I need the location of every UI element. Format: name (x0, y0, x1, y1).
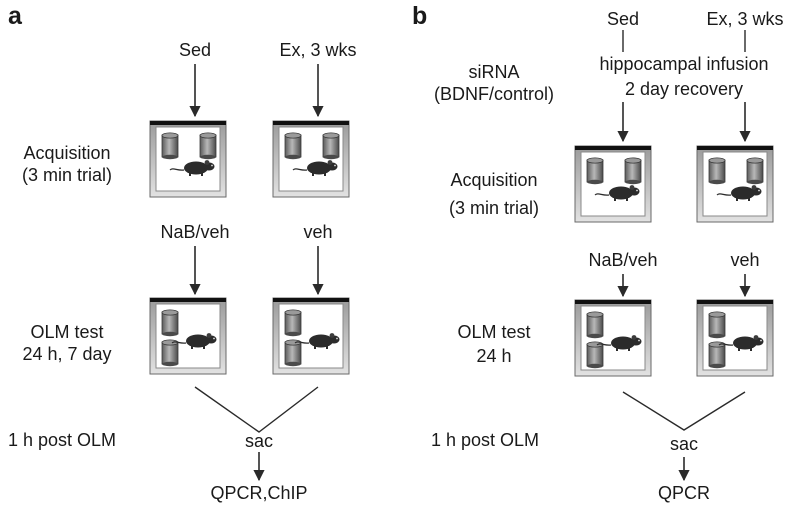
cylinder-object-icon (708, 341, 726, 369)
cylinder-object-icon (284, 309, 302, 337)
treatment-label-ex-a: veh (303, 222, 333, 242)
panel-b-test-arena-ex (696, 299, 774, 377)
panel-letter-a: a (8, 2, 22, 30)
sirna-target-label: (BDNF/control) (433, 84, 555, 104)
cylinder-object-icon (284, 132, 302, 160)
cylinder-object-icon (586, 157, 604, 185)
olm-test-timing-a: 24 h, 7 day (22, 344, 112, 364)
panel-a-test-arena-sed (149, 297, 227, 375)
treatment-label-ex-b: veh (730, 250, 760, 270)
olm-test-timing-b: 24 h (476, 346, 512, 366)
sac-label-b: sac (669, 434, 699, 454)
sirna-label: siRNA (468, 62, 520, 82)
cylinder-object-icon (322, 132, 340, 160)
group-label-ex-a: Ex, 3 wks (279, 40, 357, 60)
group-label-sed-a: Sed (178, 40, 212, 60)
panel-a-acq-arena-sed (149, 120, 227, 198)
panel-b-test-arena-sed (574, 299, 652, 377)
acquisition-label-a: Acquisition (23, 143, 111, 163)
recovery-label: 2 day recovery (624, 79, 744, 99)
cylinder-object-icon (161, 309, 179, 337)
treatment-label-sed-b: NaB/veh (588, 250, 658, 270)
sac-label-a: sac (244, 431, 274, 451)
olm-test-label-b: OLM test (457, 322, 531, 342)
olm-test-label-a: OLM test (30, 322, 104, 342)
assay-label-b: QPCR (657, 483, 711, 503)
cylinder-object-icon (161, 339, 179, 367)
post-olm-label-b: 1 h post OLM (431, 430, 540, 450)
cylinder-object-icon (708, 311, 726, 339)
acquisition-label-b: Acquisition (450, 170, 538, 190)
panel-a-connectors (189, 64, 324, 482)
infusion-label: hippocampal infusion (599, 54, 769, 74)
cylinder-object-icon (708, 157, 726, 185)
panel-b-acq-arena-ex (696, 145, 774, 223)
panel-a-acq-arena-ex (272, 120, 350, 198)
cylinder-object-icon (586, 311, 604, 339)
panel-b-connectors (617, 30, 751, 482)
panel-letter-b: b (412, 2, 428, 30)
cylinder-object-icon (746, 157, 764, 185)
cylinder-object-icon (284, 339, 302, 367)
cylinder-object-icon (199, 132, 217, 160)
panel-b-acq-arena-sed (574, 145, 652, 223)
assay-label-a: QPCR,ChIP (210, 483, 308, 503)
cylinder-object-icon (161, 132, 179, 160)
cylinder-object-icon (624, 157, 642, 185)
group-label-sed-b: Sed (606, 9, 640, 29)
cylinder-object-icon (586, 341, 604, 369)
group-label-ex-b: Ex, 3 wks (706, 9, 784, 29)
treatment-label-sed-a: NaB/veh (160, 222, 230, 242)
panel-a-test-arena-ex (272, 297, 350, 375)
acquisition-trial-label-a: (3 min trial) (21, 165, 113, 185)
post-olm-label-a: 1 h post OLM (8, 430, 117, 450)
acquisition-trial-label-b: (3 min trial) (448, 198, 540, 218)
